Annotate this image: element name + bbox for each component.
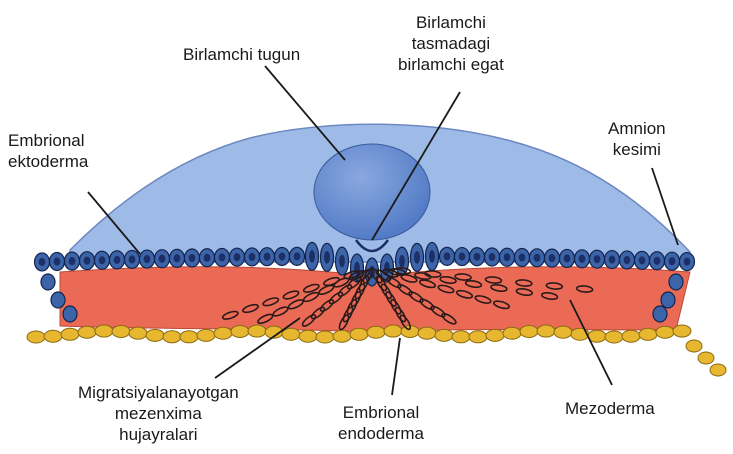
ectoderm-nucleus bbox=[144, 255, 151, 263]
ectoderm-nucleus bbox=[624, 256, 631, 264]
ectoderm-nucleus bbox=[339, 255, 345, 268]
ectoderm-nucleus bbox=[204, 254, 211, 262]
endoderm-cell bbox=[129, 327, 147, 339]
ectoderm-nucleus bbox=[669, 257, 676, 265]
endoderm-cell bbox=[95, 325, 113, 337]
ectoderm-nucleus bbox=[129, 255, 136, 263]
endoderm-cell bbox=[537, 325, 555, 337]
ectoderm-nucleus bbox=[294, 252, 301, 260]
ectoderm-nucleus bbox=[594, 255, 601, 263]
ectoderm-nucleus bbox=[459, 253, 466, 261]
endoderm-cell bbox=[350, 328, 368, 340]
leader-line-endoderm bbox=[392, 338, 400, 395]
endoderm-cell bbox=[605, 331, 623, 343]
ectoderm-nucleus bbox=[84, 257, 91, 265]
ectoderm-nucleus bbox=[489, 253, 496, 261]
endoderm-cell bbox=[197, 329, 215, 341]
label-migrating-mesenchyme: Migratsiyalanayotgan mezenxima hujayrala… bbox=[78, 382, 239, 445]
endoderm-cell bbox=[710, 364, 726, 376]
ectoderm-nucleus bbox=[249, 253, 256, 261]
endoderm-cell bbox=[214, 327, 232, 339]
endoderm-cell bbox=[248, 325, 266, 337]
ectoderm-nucleus bbox=[609, 256, 616, 264]
endoderm-cell bbox=[452, 331, 470, 343]
endoderm-cell bbox=[316, 331, 334, 343]
ectoderm-nucleus bbox=[549, 254, 556, 262]
endoderm-cell bbox=[520, 325, 538, 337]
ectoderm-nucleus bbox=[579, 255, 586, 263]
ectoderm-nucleus bbox=[444, 252, 451, 260]
endoderm-cell bbox=[112, 325, 130, 337]
primitive-node-bulge bbox=[314, 144, 430, 240]
endoderm-cell bbox=[698, 352, 714, 364]
ectoderm-rim-cell bbox=[661, 292, 675, 308]
label-primitive-node: Birlamchi tugun bbox=[183, 44, 300, 65]
endoderm-cell bbox=[418, 327, 436, 339]
ectoderm-nucleus bbox=[684, 258, 691, 266]
endoderm-cell bbox=[622, 330, 640, 342]
endoderm-cell bbox=[367, 326, 385, 338]
ectoderm-nucleus bbox=[234, 253, 241, 261]
endoderm-cell bbox=[469, 331, 487, 343]
ectoderm-nucleus bbox=[519, 253, 526, 261]
endoderm-cell bbox=[673, 325, 691, 337]
ectoderm-nucleus bbox=[279, 252, 286, 260]
endoderm-cell bbox=[78, 326, 96, 338]
endoderm-cell bbox=[639, 328, 657, 340]
endoderm-cell bbox=[44, 330, 62, 342]
endoderm-cell bbox=[282, 328, 300, 340]
ectoderm-rim-cell bbox=[653, 306, 667, 322]
ectoderm-nucleus bbox=[219, 253, 226, 261]
endoderm-cell bbox=[299, 330, 317, 342]
endoderm-cell bbox=[554, 326, 572, 338]
ectoderm-nucleus bbox=[189, 254, 196, 262]
ectoderm-nucleus bbox=[504, 253, 511, 261]
ectoderm-nucleus bbox=[174, 254, 181, 262]
ectoderm-rim-cell bbox=[63, 306, 77, 322]
ectoderm-nucleus bbox=[399, 255, 405, 268]
endoderm-cell bbox=[27, 331, 45, 343]
ectoderm-nucleus bbox=[324, 251, 330, 264]
ectoderm-nucleus bbox=[159, 255, 166, 263]
endoderm-cell bbox=[61, 328, 79, 340]
label-mesoderm: Mezoderma bbox=[565, 398, 655, 419]
endoderm-cell bbox=[180, 331, 198, 343]
endoderm-cell bbox=[486, 329, 504, 341]
label-embryonic-ectoderm: Embrional ektoderma bbox=[8, 130, 88, 172]
endoderm-cell bbox=[163, 331, 181, 343]
ectoderm-rim-cell bbox=[669, 274, 683, 290]
ectoderm-nucleus bbox=[264, 253, 271, 261]
endoderm-layer bbox=[27, 325, 726, 376]
ectoderm-nucleus bbox=[309, 250, 315, 263]
endoderm-cell bbox=[503, 327, 521, 339]
endoderm-cell bbox=[686, 340, 702, 352]
label-amnion-section: Amnion kesimi bbox=[608, 118, 666, 160]
ectoderm-nucleus bbox=[564, 254, 571, 262]
ectoderm-nucleus bbox=[114, 256, 121, 264]
ectoderm-nucleus bbox=[429, 250, 435, 263]
ectoderm-nucleus bbox=[654, 257, 661, 265]
ectoderm-nucleus bbox=[639, 256, 646, 264]
endoderm-cell bbox=[656, 326, 674, 338]
endoderm-cell bbox=[384, 325, 402, 337]
ectoderm-nucleus bbox=[474, 253, 481, 261]
ectoderm-nucleus bbox=[534, 254, 541, 262]
ectoderm-nucleus bbox=[54, 257, 61, 265]
ectoderm-nucleus bbox=[69, 257, 76, 265]
label-primitive-groove: Birlamchi tasmadagi birlamchi egat bbox=[398, 12, 504, 75]
label-embryonic-endoderm: Embrional endoderma bbox=[338, 402, 424, 444]
endoderm-cell bbox=[333, 330, 351, 342]
ectoderm-nucleus bbox=[99, 256, 106, 264]
endoderm-cell bbox=[435, 329, 453, 341]
ectoderm-rim-cell bbox=[51, 292, 65, 308]
ectoderm-nucleus bbox=[414, 251, 420, 264]
endoderm-cell bbox=[146, 329, 164, 341]
ectoderm-rim-cell bbox=[41, 274, 55, 290]
ectoderm-nucleus bbox=[39, 258, 46, 266]
endoderm-cell bbox=[231, 325, 249, 337]
